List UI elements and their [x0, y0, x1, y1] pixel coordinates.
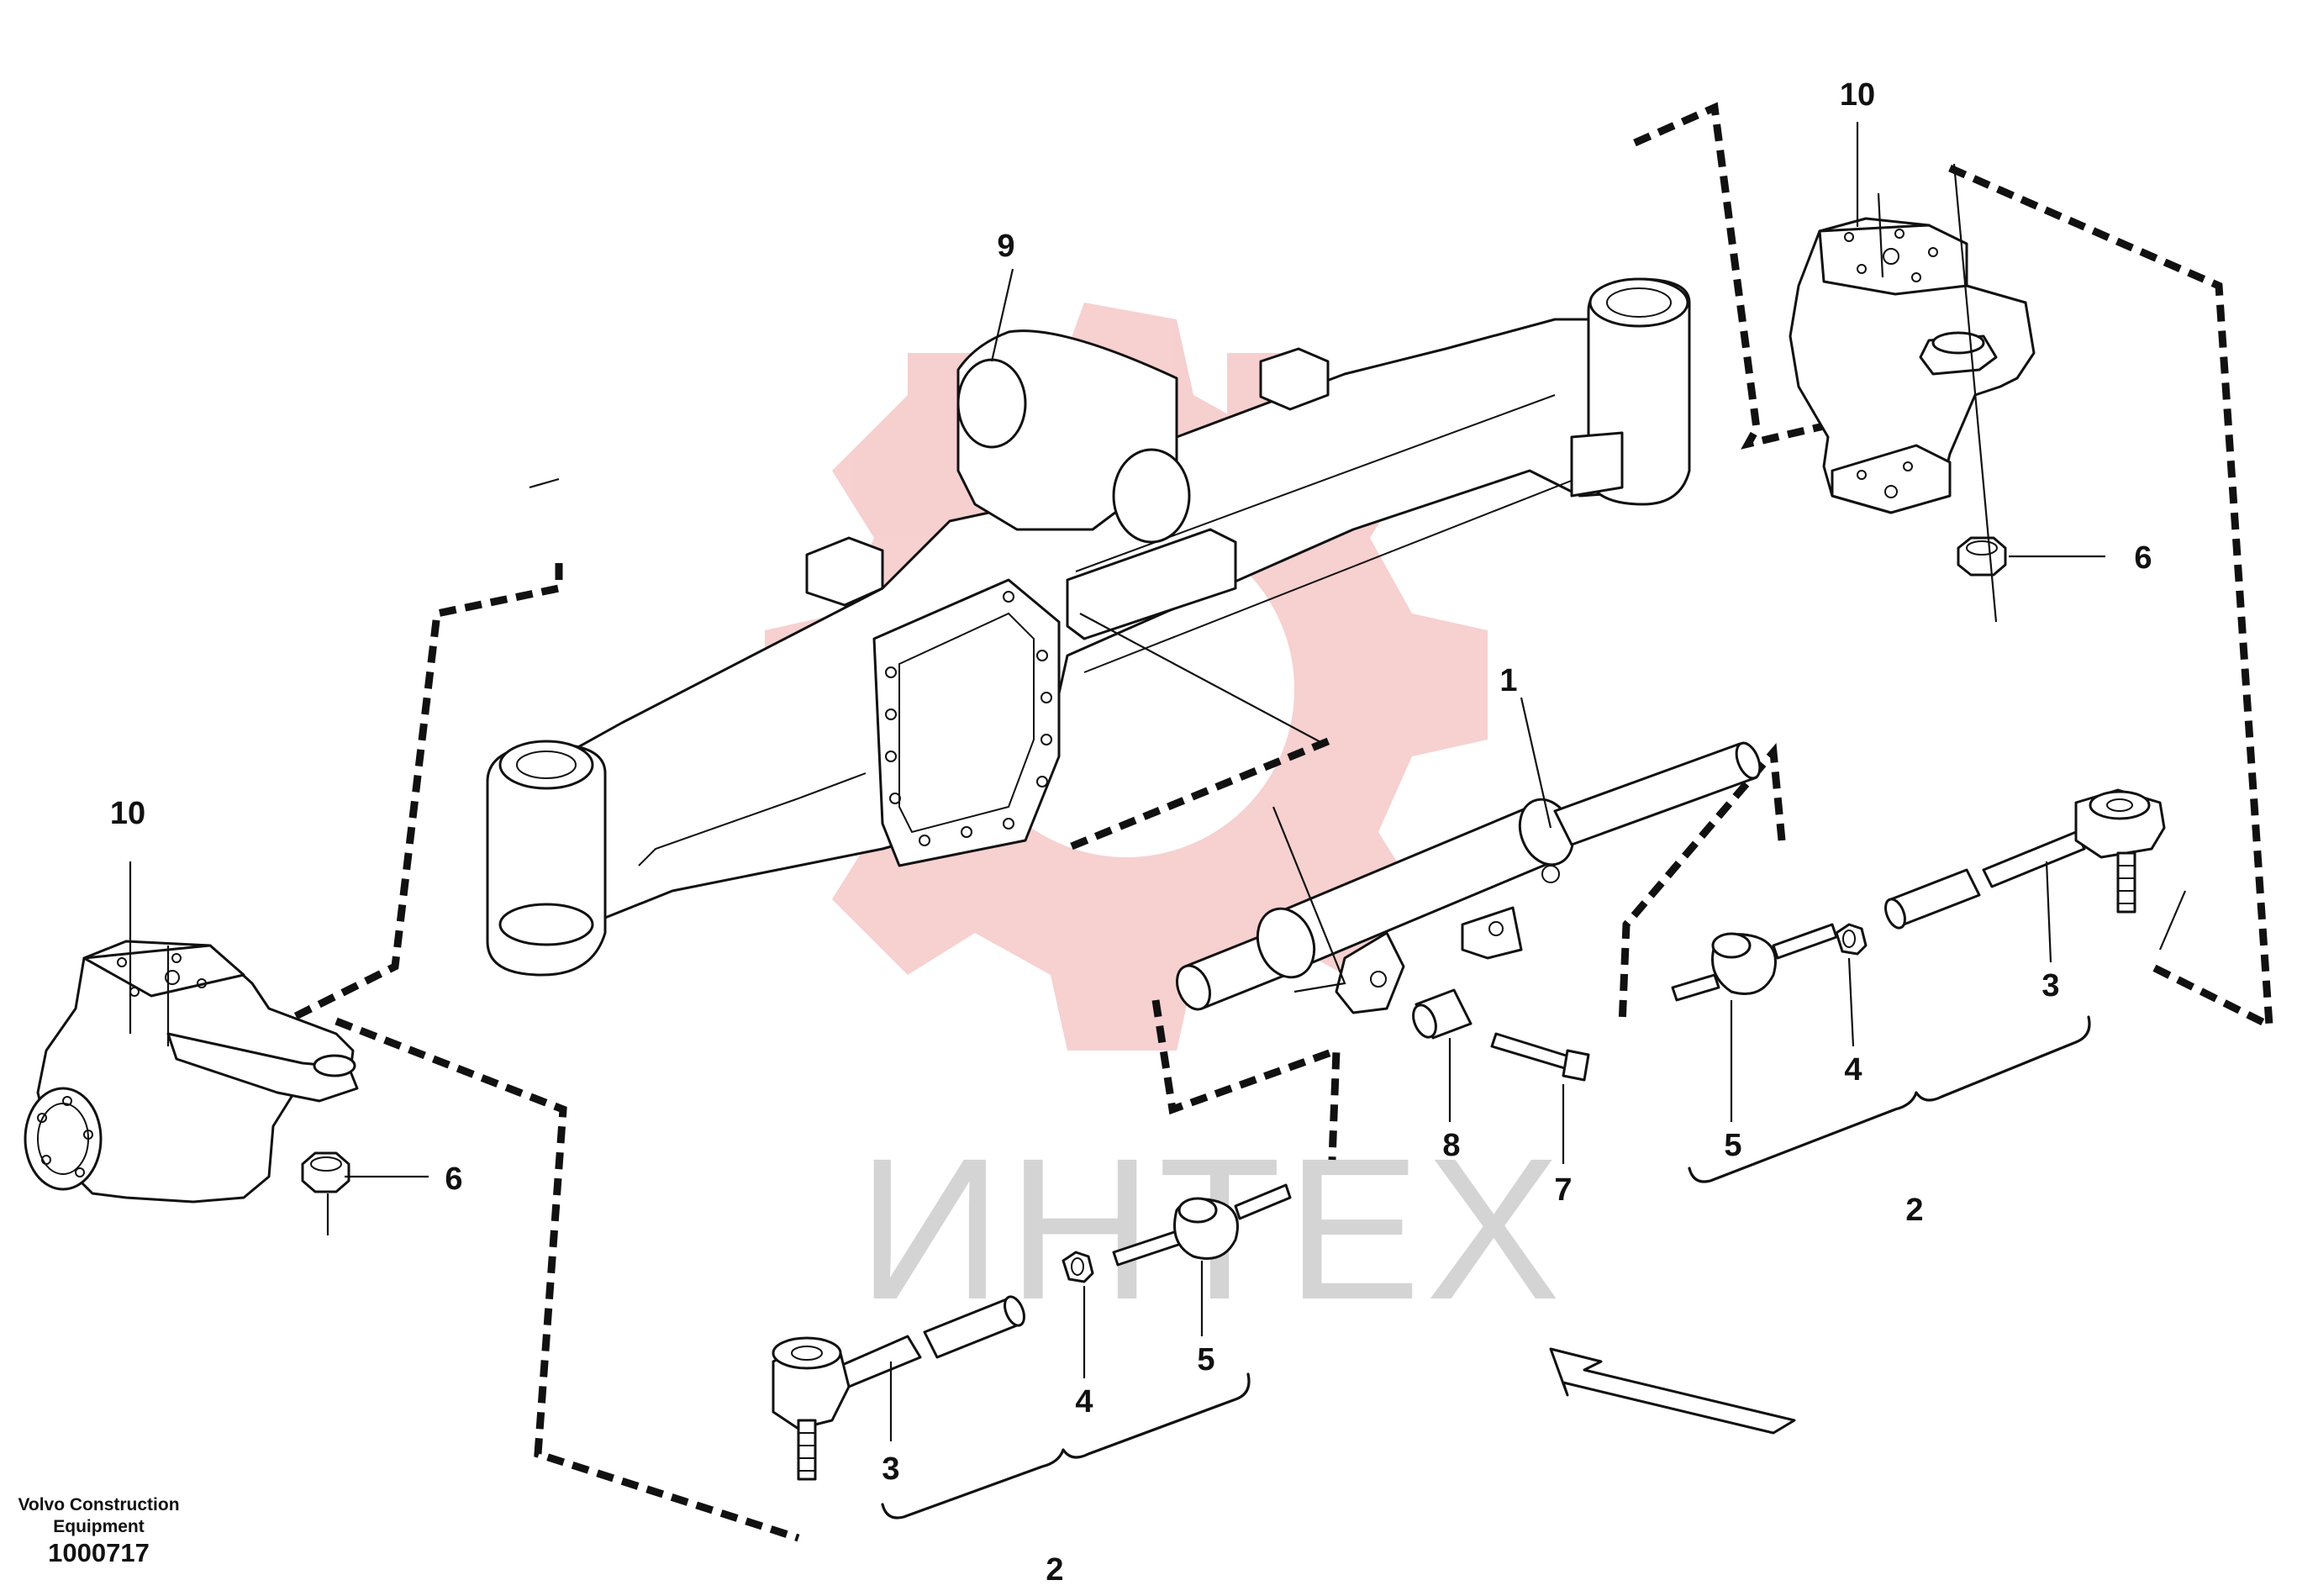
rod-end-right-part-3 [1982, 788, 2166, 914]
nut-right-part-6 [1957, 536, 2007, 577]
tie-rod-left-part-2 [772, 1183, 1292, 1481]
nut-left-part-6 [301, 1151, 350, 1193]
bushing-part-8 [1412, 988, 1473, 1040]
callout-3: 3 [882, 1451, 899, 1487]
callout-4: 4 [1844, 1052, 1862, 1088]
manufacturer-line-1: Volvo Construction [18, 1495, 180, 1514]
view-direction-arrow [1549, 1347, 1796, 1435]
leader-lines [129, 122, 2187, 1441]
dashed-guide-lines [258, 102, 2274, 1542]
group-brace-right [1688, 1015, 2091, 1183]
group-brace-left [881, 1372, 1251, 1520]
axle-beam-part-9 [486, 277, 1691, 977]
callout-1: 1 [1499, 663, 1517, 698]
callout-6: 6 [445, 1161, 462, 1197]
screw-part-7 [1490, 1032, 1590, 1082]
callout-2: 2 [1905, 1193, 1923, 1228]
callout-7: 7 [1554, 1172, 1572, 1208]
callout-9: 9 [997, 229, 1014, 264]
callout-8: 8 [1442, 1128, 1460, 1163]
steering-knuckle-left-part-10 [24, 940, 359, 1204]
nut-left-part-4 [1062, 1251, 1094, 1283]
callout-10: 10 [1840, 77, 1875, 113]
steering-knuckle-right-part-10 [1789, 217, 2036, 514]
nut-right-part-4 [1835, 923, 1868, 956]
callouts: 1 2 2 3 3 4 4 5 5 6 6 7 8 9 10 10 [110, 77, 2152, 1588]
tie-rod-right-part-2 [1671, 788, 2166, 1002]
steering-cylinder-part-1 [1175, 741, 1762, 1014]
callout-5: 5 [1724, 1128, 1741, 1163]
callout-6: 6 [2134, 540, 2152, 576]
ball-joint-right-part-5 [1671, 923, 1838, 1002]
callout-2: 2 [1046, 1552, 1063, 1588]
rod-end-left-part-3 [772, 1335, 922, 1481]
callout-4: 4 [1075, 1384, 1093, 1420]
manufacturer-label: Volvo Construction Equipment [0, 1494, 198, 1538]
callout-3: 3 [2041, 968, 2059, 1003]
callout-5: 5 [1197, 1342, 1214, 1377]
manufacturer-line-2: Equipment [53, 1517, 145, 1536]
drawing-number: 1000717 [48, 1538, 150, 1567]
ball-joint-left-part-5 [1112, 1183, 1292, 1267]
callout-10: 10 [110, 796, 145, 831]
